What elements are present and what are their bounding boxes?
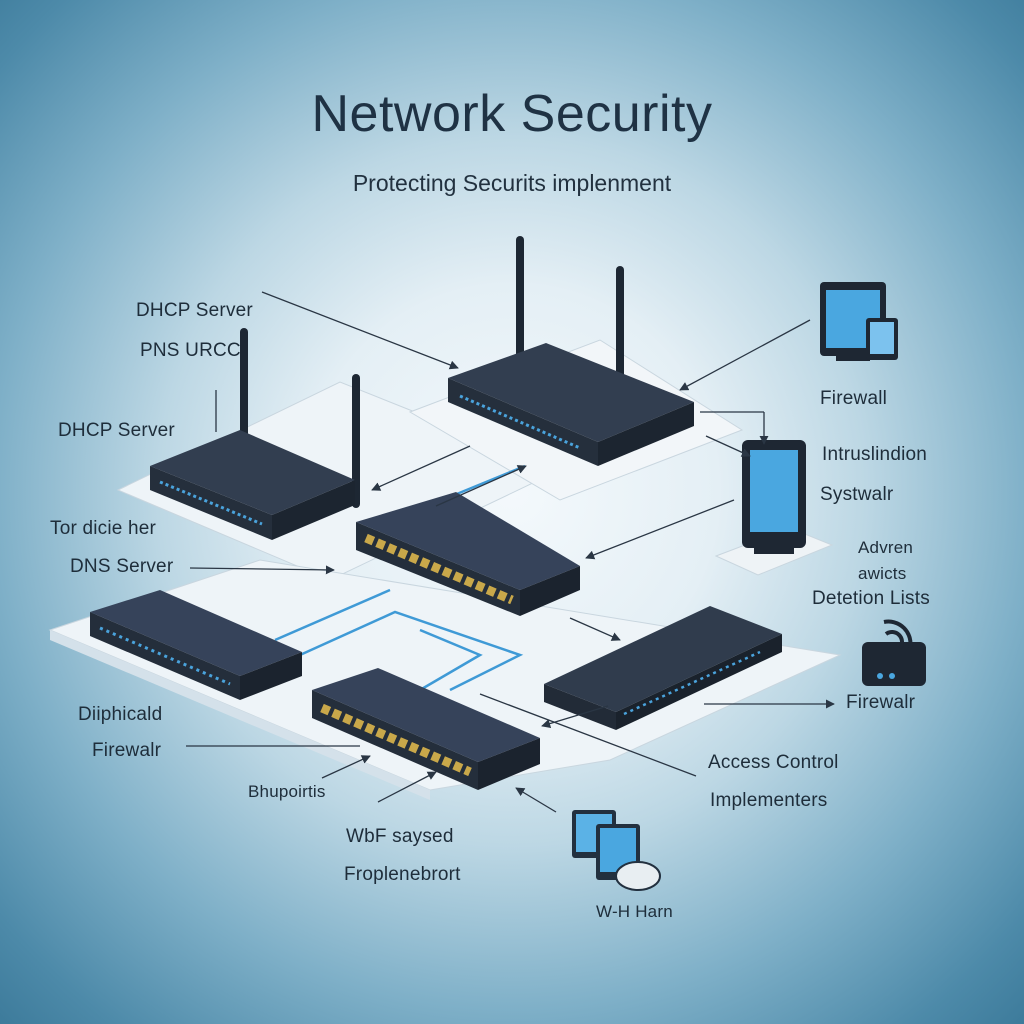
router-left-antenna-left xyxy=(240,328,248,452)
wifi-router-icon xyxy=(862,619,926,686)
label-firewalr-right: Firewalr xyxy=(846,692,916,713)
switch-left-lid xyxy=(90,590,302,676)
label-diiphicald: Diiphicald xyxy=(78,704,163,725)
router-top-lid xyxy=(448,343,694,442)
switch-icon xyxy=(356,492,580,616)
switch-center-ports xyxy=(364,533,514,605)
tablet-stand xyxy=(754,542,794,554)
label-wbf-saysed: WbF saysed xyxy=(346,826,454,847)
label-access-control: Access Control xyxy=(708,752,839,773)
workstation-icon xyxy=(572,810,661,891)
label-tor-dicie-her: Tor dicie her xyxy=(50,518,157,539)
tablet-screen xyxy=(750,450,798,532)
router-left-lid xyxy=(150,430,355,515)
label-awicts: awicts xyxy=(858,564,907,583)
switch-center-lid xyxy=(356,492,580,590)
label-advren: Advren xyxy=(858,538,914,557)
switch-icon xyxy=(90,590,302,700)
appliance-right-front xyxy=(544,684,616,730)
switch-icon xyxy=(544,606,782,730)
router-top-leds xyxy=(459,394,581,450)
wifi-router-wave-1 xyxy=(884,630,904,650)
label-implementers: Implementers xyxy=(710,790,828,811)
leader-appliance xyxy=(569,617,621,641)
leader-bhup xyxy=(321,755,371,779)
leader-monitor xyxy=(679,319,811,391)
workstation-keyboard xyxy=(615,861,661,891)
platform-lower-front xyxy=(50,630,430,800)
label-intruslindion: Intruslindion xyxy=(822,444,928,465)
label-firewalr-left: Firewalr xyxy=(92,740,162,761)
label-pns-urcc: PNS URCC xyxy=(140,340,241,361)
leader-appliance-bottom xyxy=(541,705,609,728)
label-bhupoirtis: Bhupoirtis xyxy=(248,782,326,801)
leader-center-left xyxy=(371,445,471,491)
cable-2 xyxy=(299,610,524,692)
switch-bottom-lid xyxy=(312,668,540,762)
diagram-title: Network Security xyxy=(311,85,713,143)
label-dhcp-server-left: DHCP Server xyxy=(58,420,175,441)
tablet-small-screen xyxy=(870,322,894,354)
cable-3 xyxy=(419,628,483,692)
wifi-router-wave-2 xyxy=(883,619,913,649)
switch-bottom-ports xyxy=(320,703,472,777)
router-left-antenna-right xyxy=(352,374,360,508)
label-froplenebrort: Froplenebrort xyxy=(344,864,461,885)
appliance-right-lid xyxy=(544,606,782,712)
cable-1 xyxy=(274,588,391,642)
router-top-antenna-right xyxy=(616,266,624,394)
leader-dns xyxy=(189,565,335,575)
monitor-icon xyxy=(820,282,898,361)
wifi-router-led-2 xyxy=(889,673,895,679)
leader-access xyxy=(479,693,697,777)
switch-left-side xyxy=(240,652,302,700)
leader-tablet-switch xyxy=(585,499,735,560)
wifi-router-body xyxy=(862,642,926,686)
leader-dhcp-top xyxy=(261,291,459,370)
monitor-stand xyxy=(836,356,870,361)
label-detetion-lists: Detetion Lists xyxy=(812,588,930,609)
switch-bottom-side xyxy=(478,738,540,790)
router-top-antenna-left xyxy=(516,236,524,360)
wifi-router-led-1 xyxy=(877,673,883,679)
label-firewall-right: Firewall xyxy=(820,388,888,409)
label-dns-server: DNS Server xyxy=(70,556,174,577)
leader-wbf xyxy=(377,771,437,803)
switch-left-ports xyxy=(99,626,231,686)
leader-workstation xyxy=(515,787,557,813)
leader-lines xyxy=(186,291,835,813)
tablet-icon xyxy=(742,440,806,554)
appliance-right-side xyxy=(616,634,782,730)
label-wh-harn: W-H Harn xyxy=(596,902,673,921)
switch-center-side xyxy=(520,566,580,616)
leader-tablet-platform xyxy=(705,435,751,457)
router-left-side xyxy=(272,480,355,540)
router-top-side xyxy=(598,402,694,466)
router-icon xyxy=(150,328,360,540)
diagram-subtitle: Protecting Securits implenment xyxy=(352,170,672,196)
router-left-leds xyxy=(159,480,263,526)
router-icon xyxy=(448,236,694,466)
label-dhcp-server-top: DHCP Server xyxy=(136,300,253,321)
label-systwalr: Systwalr xyxy=(820,484,894,505)
leader-center-right xyxy=(435,465,527,507)
switch-icon xyxy=(312,668,540,790)
